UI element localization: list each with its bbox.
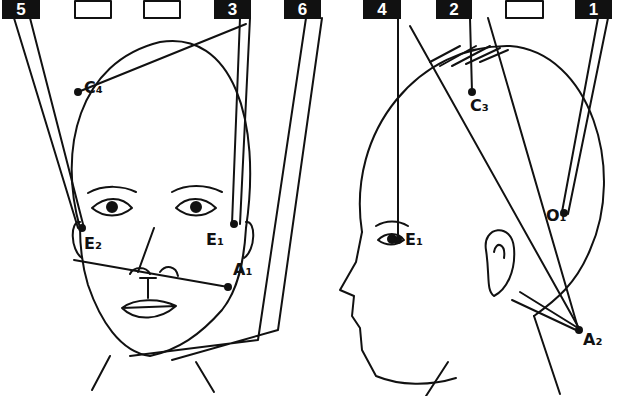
callout-number: 2 xyxy=(449,1,458,18)
eye xyxy=(176,199,216,216)
philtrum xyxy=(140,278,156,298)
callout-box: 3 xyxy=(214,0,251,19)
electrode-label: A₁ xyxy=(233,262,252,278)
front-head-outline xyxy=(72,41,251,356)
pupil xyxy=(191,202,201,212)
electrode-dot xyxy=(79,225,85,231)
neck xyxy=(426,316,560,396)
leader-line xyxy=(14,18,84,228)
electrode-label: C₄ xyxy=(84,80,103,96)
leader-line xyxy=(130,18,322,360)
electrode-label: A₂ xyxy=(583,332,602,348)
eye xyxy=(378,234,404,245)
ear xyxy=(244,222,253,258)
eyebrow xyxy=(88,187,136,193)
pupil xyxy=(107,202,117,212)
electrode-label: E₁ xyxy=(206,232,224,248)
callout-number: 5 xyxy=(16,1,25,18)
leader-line xyxy=(410,26,580,330)
callout-box: 1 xyxy=(575,0,612,19)
empty-box xyxy=(144,1,180,18)
mouth xyxy=(122,300,176,317)
electrode-label: C₃ xyxy=(470,98,489,114)
electrode-dot xyxy=(395,237,401,243)
callout-number: 6 xyxy=(298,1,307,18)
leader-line xyxy=(397,18,399,240)
electrode-dot xyxy=(231,221,237,227)
leader-line xyxy=(488,18,578,328)
ear xyxy=(486,230,515,296)
electrode-dot xyxy=(576,327,582,333)
electrode-dot xyxy=(225,284,231,290)
callout-number: 1 xyxy=(589,1,598,18)
leader-line xyxy=(232,18,250,224)
leader-line xyxy=(78,24,246,92)
electrode-label: E₁ xyxy=(405,232,423,248)
electrode-dot xyxy=(75,89,81,95)
callout-number: 3 xyxy=(228,1,237,18)
electrode-label: O₁ xyxy=(546,208,567,224)
callout-number: 4 xyxy=(377,1,386,18)
leader-line xyxy=(74,260,228,287)
face-profile xyxy=(340,232,456,384)
electrode-dot xyxy=(469,89,475,95)
electrode-label: E₂ xyxy=(84,236,102,252)
eyebrow xyxy=(376,222,408,227)
empty-box xyxy=(75,1,111,18)
leader-line xyxy=(562,18,608,214)
leader-line xyxy=(470,18,472,92)
eyebrow xyxy=(172,186,222,192)
empty-box xyxy=(506,1,543,18)
callout-box: 2 xyxy=(436,0,472,19)
callout-box: 6 xyxy=(284,0,321,19)
callout-box: 4 xyxy=(363,0,401,19)
neck xyxy=(92,356,214,392)
nose xyxy=(130,228,178,276)
eye xyxy=(92,199,132,216)
leader-line xyxy=(512,292,578,330)
callout-box: 5 xyxy=(2,0,40,19)
